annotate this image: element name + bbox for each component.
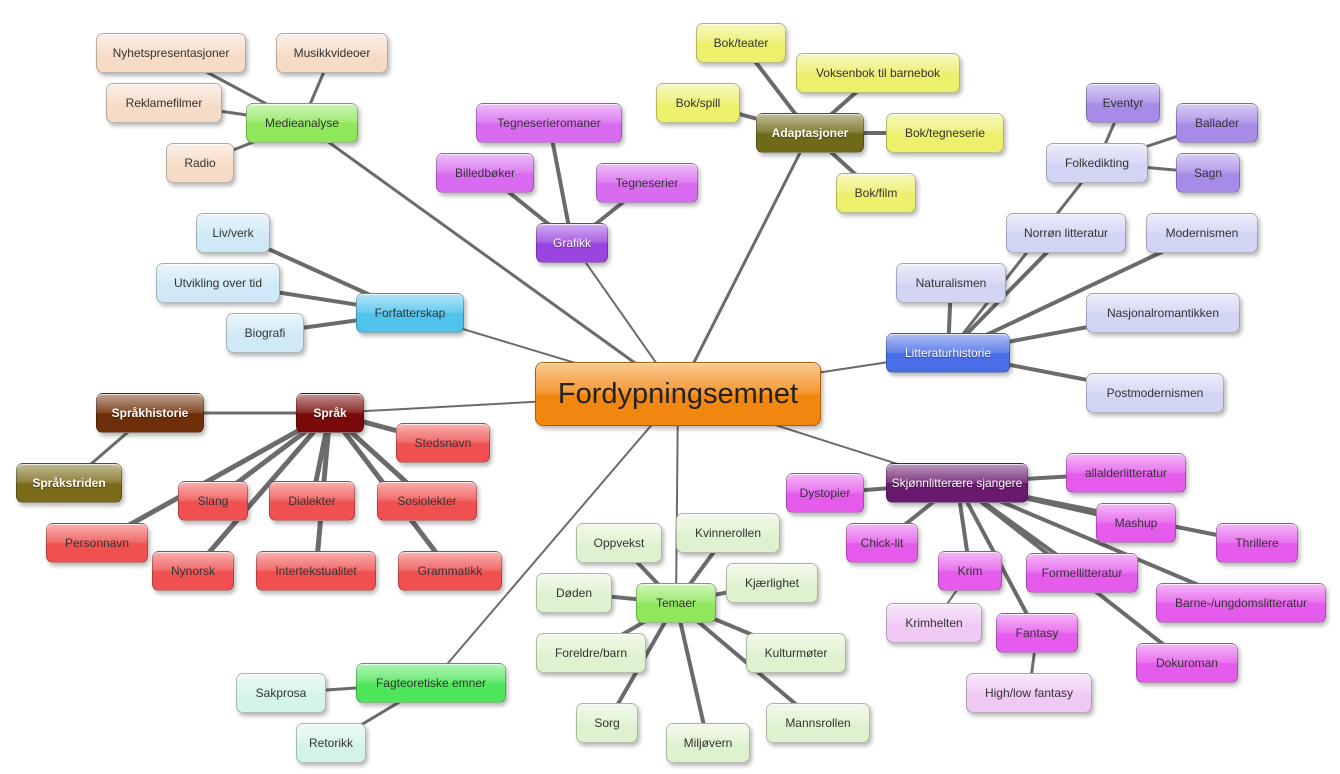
topic-node-krim[interactable]: Krim xyxy=(938,551,1002,591)
topic-node-forfatterskap[interactable]: Forfatterskap xyxy=(356,293,464,333)
topic-node-nyhetspresentasjoner[interactable]: Nyhetspresentasjoner xyxy=(96,33,246,73)
topic-node-grafikk[interactable]: Grafikk xyxy=(536,223,608,263)
topic-node-bok-tegneserie[interactable]: Bok/tegneserie xyxy=(886,113,1004,153)
topic-node-dialekter[interactable]: Dialekter xyxy=(269,481,355,521)
connector-temaer-t7 xyxy=(674,601,710,745)
topic-node-stedsnavn[interactable]: Stedsnavn xyxy=(396,423,490,463)
topic-node-mannsrollen[interactable]: Mannsrollen xyxy=(766,703,870,743)
topic-node-dystopier[interactable]: Dystopier xyxy=(786,473,864,513)
topic-node-nasjonalromantikken[interactable]: Nasjonalromantikken xyxy=(1086,293,1240,333)
topic-node-retorikk[interactable]: Retorikk xyxy=(296,723,366,763)
topic-node-high-low-fantasy[interactable]: High/low fantasy xyxy=(966,673,1092,713)
topic-node-doden[interactable]: Døden xyxy=(536,573,612,613)
connector-center-medieanalyse xyxy=(300,121,680,396)
topic-node-folkedikting[interactable]: Folkedikting xyxy=(1046,143,1148,183)
topic-node-bok-teater[interactable]: Bok/teater xyxy=(696,23,786,63)
topic-node-sprakhistorie[interactable]: Språkhistorie xyxy=(96,393,204,433)
topic-node-slang[interactable]: Slang xyxy=(178,481,248,521)
topic-node-billedboker[interactable]: Billedbøker xyxy=(436,153,534,193)
topic-node-fagteoretiske-emner[interactable]: Fagteoretiske emner xyxy=(356,663,506,703)
connector-center-adaptasjoner xyxy=(676,131,812,396)
connector-center-temaer xyxy=(675,393,679,604)
topic-node-personnavn[interactable]: Personnavn xyxy=(46,523,148,563)
topic-node-naturalismen[interactable]: Naturalismen xyxy=(896,263,1006,303)
topic-node-oppvekst[interactable]: Oppvekst xyxy=(576,523,662,563)
topic-node-nynorsk[interactable]: Nynorsk xyxy=(152,551,234,591)
topic-node-dokuroman[interactable]: Dokuroman xyxy=(1136,643,1238,683)
topic-node-sosiolekter[interactable]: Sosiolekter xyxy=(377,481,477,521)
topic-node-intertekstualitet[interactable]: Intertekstualitet xyxy=(256,551,376,591)
topic-node-tegneserier[interactable]: Tegneserier xyxy=(596,163,698,203)
topic-node-foreldre-barn[interactable]: Foreldre/barn xyxy=(536,633,646,673)
topic-node-musikkvideoer[interactable]: Musikkvideoer xyxy=(276,33,388,73)
topic-node-barne-ungdomslitteratur[interactable]: Barne-/ungdomslitteratur xyxy=(1156,583,1326,623)
topic-node-sprakstriden[interactable]: Språkstriden xyxy=(16,463,122,503)
topic-node-kvinnerollen[interactable]: Kvinnerollen xyxy=(676,513,780,553)
topic-node-liv-verk[interactable]: Liv/verk xyxy=(196,213,270,253)
connector-sprak-s4 xyxy=(94,410,333,546)
topic-node-eventyr[interactable]: Eventyr xyxy=(1086,83,1160,123)
topic-node-formellitteratur[interactable]: Formellitteratur xyxy=(1026,553,1138,593)
topic-node-kulturmoter[interactable]: Kulturmøter xyxy=(746,633,846,673)
topic-node-thrillere[interactable]: Thrillere xyxy=(1216,523,1298,563)
topic-node-krimhelten[interactable]: Krimhelten xyxy=(886,603,982,643)
topic-node-sprak[interactable]: Språk xyxy=(296,393,364,433)
topic-node-sagn[interactable]: Sagn xyxy=(1176,153,1240,193)
topic-node-medieanalyse[interactable]: Medieanalyse xyxy=(246,103,358,143)
topic-node-bok-spill[interactable]: Bok/spill xyxy=(656,83,740,123)
topic-node-adaptasjoner[interactable]: Adaptasjoner xyxy=(756,113,864,153)
topic-node-radio[interactable]: Radio xyxy=(166,143,234,183)
topic-node-norron-litteratur[interactable]: Norrøn litteratur xyxy=(1006,213,1126,253)
topic-node-mashup[interactable]: Mashup xyxy=(1096,503,1176,543)
topic-node-skjonnlitteraere-sjangere[interactable]: Skjønnlitterære sjangere xyxy=(886,463,1028,503)
topic-node-tegneserieromaner[interactable]: Tegneserieromaner xyxy=(476,103,622,143)
topic-node-miljovern[interactable]: Miljøvern xyxy=(666,723,750,763)
connector-sprak-s5 xyxy=(190,410,333,574)
topic-node-temaer[interactable]: Temaer xyxy=(636,583,716,623)
topic-node-bok-film[interactable]: Bok/film xyxy=(836,173,916,213)
topic-node-voksenbok-til-barnebok[interactable]: Voksenbok til barnebok xyxy=(796,53,960,93)
topic-node-sakprosa[interactable]: Sakprosa xyxy=(236,673,326,713)
topic-node-grammatikk[interactable]: Grammatikk xyxy=(398,551,502,591)
topic-node-reklamefilmer[interactable]: Reklamefilmer xyxy=(106,83,222,123)
connector-center-fagteoretiske xyxy=(430,393,679,684)
topic-node-allalderlitteratur[interactable]: allalderlitteratur xyxy=(1066,453,1186,493)
topic-node-chick-lit[interactable]: Chick-lit xyxy=(846,523,918,563)
topic-node-kjaerlighet[interactable]: Kjærlighet xyxy=(726,563,818,603)
topic-node-ballader[interactable]: Ballader xyxy=(1176,103,1258,143)
topic-node-biografi[interactable]: Biografi xyxy=(226,313,304,353)
topic-node-utvikling-over-tid[interactable]: Utvikling over tid xyxy=(156,263,280,303)
topic-node-postmodernismen[interactable]: Postmodernismen xyxy=(1086,373,1224,413)
topic-node-litteraturhistorie[interactable]: Litteraturhistorie xyxy=(886,333,1010,373)
topic-node-fantasy[interactable]: Fantasy xyxy=(996,613,1078,653)
central-topic-node[interactable]: Fordypningsemnet xyxy=(535,362,821,426)
topic-node-modernismen[interactable]: Modernismen xyxy=(1146,213,1258,253)
topic-node-sorg[interactable]: Sorg xyxy=(576,703,638,743)
connector-litteraturhistorie-folkedikting xyxy=(946,161,1099,355)
